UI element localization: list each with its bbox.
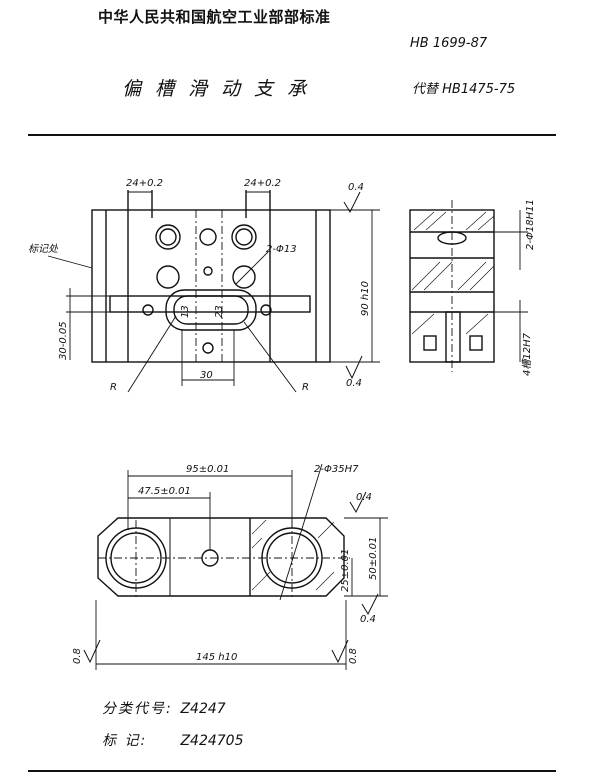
roughness-right: 0.4 (356, 492, 372, 503)
dim-47-5: 47.5±0.01 (138, 486, 191, 497)
hole (155, 224, 181, 250)
leader-line (47, 255, 93, 269)
roughness-symbol (343, 191, 361, 214)
radius-right: R (302, 382, 309, 393)
roughness-left: 0.8 (72, 648, 83, 664)
oblong-slot (165, 289, 257, 331)
dim-30: 30 (200, 370, 213, 381)
dim-length: 145 h10 (196, 652, 237, 663)
footer-rule (28, 770, 556, 772)
hatching (251, 519, 335, 591)
hole (232, 265, 256, 289)
pin-hole (203, 266, 213, 276)
side-holes-callout: 2-Φ18H11 (525, 199, 536, 250)
dim-50: 50±0.01 (368, 537, 379, 580)
roughness-symbol (345, 355, 363, 380)
hole (231, 224, 257, 250)
mark-label: 标 记: (102, 733, 148, 749)
side-slot (445, 311, 461, 363)
screw-hole (260, 304, 272, 316)
roughness-side: 0.4 (360, 614, 376, 625)
leader-line (127, 315, 177, 393)
side-view (409, 200, 528, 372)
bottom-holes-callout: 2-Φ35H7 (314, 464, 359, 475)
mark-row: 标 记: Z424705 (102, 730, 244, 750)
classification-value: Z4247 (180, 701, 226, 717)
screw-hole (142, 304, 154, 316)
roughness-symbol (349, 491, 367, 514)
roughness-right-low: 0.8 (348, 648, 359, 664)
top-holes-callout: 2-Φ13 (266, 244, 297, 255)
mark-value: Z424705 (180, 733, 244, 749)
roughness-bottom: 0.4 (346, 378, 362, 389)
dim-25: 25±0.01 (340, 549, 351, 592)
slide-bar (109, 295, 311, 313)
standard-organization: 中华人民共和国航空工业部部标准 (98, 8, 331, 26)
hole-inner (159, 228, 177, 246)
roughness-symbol (331, 639, 349, 664)
dim-slot-left: 24+0.2 (126, 178, 163, 189)
mark-location-label: 标记处 (28, 243, 59, 255)
hole-inner (235, 228, 253, 246)
dim-slot-right: 24+0.2 (244, 178, 281, 189)
roughness-top: 0.4 (348, 182, 364, 193)
side-screw (469, 335, 483, 351)
dim-30-left: 30-0.05 (58, 321, 69, 360)
classification-row: 分类代号: Z4247 (102, 698, 226, 718)
dim-95: 95±0.01 (186, 464, 229, 475)
header-rule (28, 134, 556, 136)
bottom-view (83, 463, 388, 670)
standard-number: HB 1699-87 (410, 36, 488, 51)
dim-13: 13 (180, 305, 191, 318)
small-hole (199, 228, 217, 246)
leader-line (243, 321, 297, 393)
oblong-slot-inner (173, 295, 249, 325)
classification-label: 分类代号: (102, 701, 173, 717)
side-slot-callout: 4槽12H7 (521, 332, 533, 376)
top-view (47, 190, 380, 393)
hatching (411, 211, 495, 335)
screw-hole (202, 342, 214, 354)
leader-line (279, 463, 323, 601)
replaces-standard: 代替 HB1475-75 (412, 82, 516, 97)
side-screw (423, 335, 437, 351)
document-title: 偏槽滑动支承 (122, 78, 321, 100)
roughness-symbol (83, 639, 101, 664)
hole (156, 265, 180, 289)
top-view-outline (91, 209, 331, 363)
roughness-symbol (361, 593, 379, 616)
dim-23: 23 (214, 305, 225, 318)
leader-line (235, 251, 269, 285)
dim-height: 90 h10 (360, 281, 371, 316)
radius-left: R (110, 382, 117, 393)
